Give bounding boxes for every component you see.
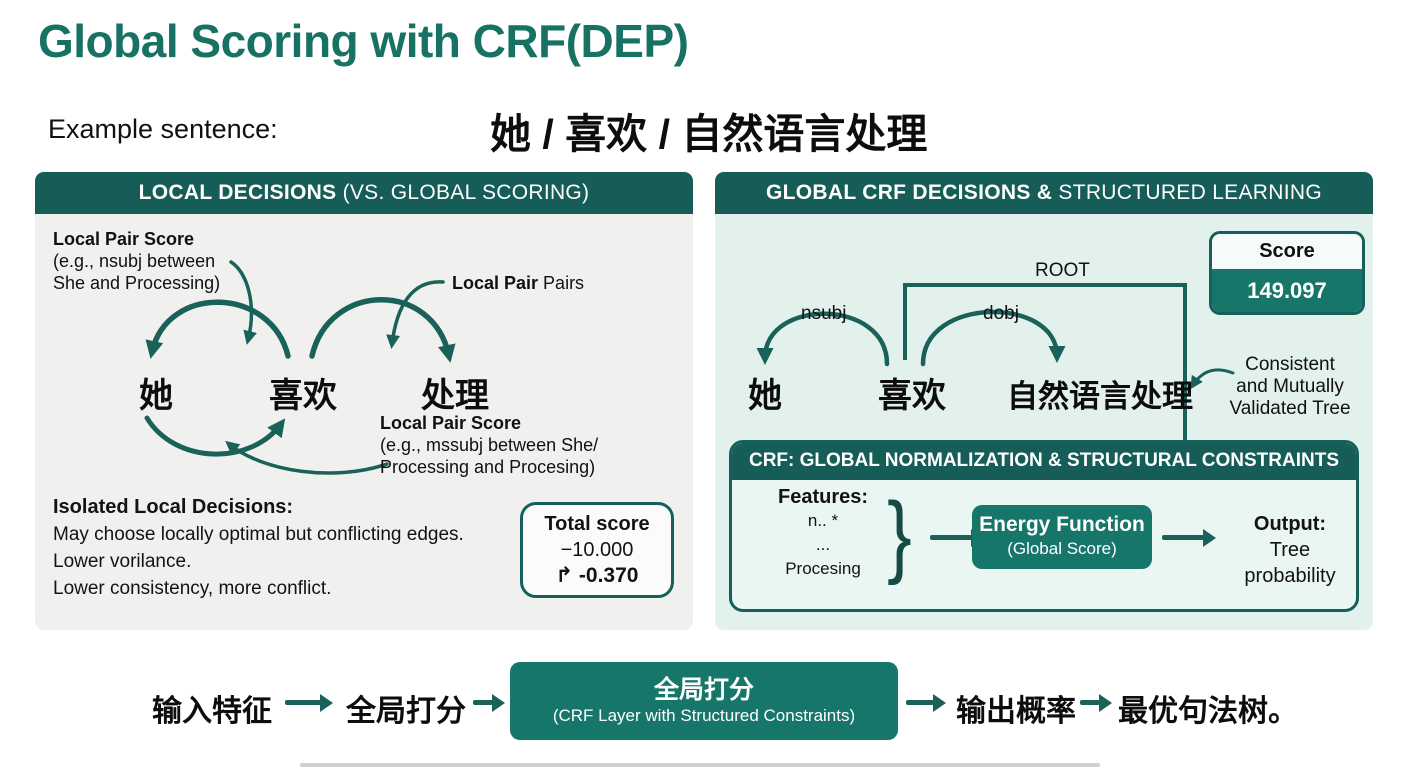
local-panel-header-rest: (VS. GLOBAL SCORING) (336, 181, 590, 204)
energy-title: Energy Function (979, 513, 1145, 536)
total-score-value-1: −10.000 (560, 539, 634, 561)
side-note: Consistent and Mutually Validated Tree (1215, 354, 1365, 420)
annotation-title: Local Pair Score (53, 229, 195, 249)
global-panel-header-rest: STRUCTURED LEARNING (1052, 181, 1322, 204)
example-label: Example sentence: (48, 114, 278, 144)
total-score-value-2: ↱ -0.370 (555, 564, 639, 587)
features-line: ... (815, 535, 831, 554)
isolated-line: Lower vorilance. (53, 551, 192, 572)
annotation-arrow-bottom (225, 440, 389, 475)
arrow-energy-to-output-icon (1162, 528, 1216, 547)
score-value: 149.097 (1212, 269, 1362, 312)
isolated-decisions-block: Isolated Local Decisions: May choose loc… (53, 494, 464, 602)
global-panel-header: GLOBAL CRF DECISIONS & STRUCTURED LEARNI… (715, 172, 1373, 214)
side-note-line: Consistent (1245, 354, 1335, 375)
word-nlp-global: 自然语言处理 (1007, 379, 1193, 414)
crf-header: CRF: GLOBAL NORMALIZATION & STRUCTURAL C… (732, 443, 1356, 480)
features-block: Features: n.. * ... Procesing (754, 485, 892, 581)
isolated-line: May choose locally optimal but conflicti… (53, 524, 464, 545)
energy-subtitle: (Global Score) (1007, 539, 1117, 558)
flow-crf-layer-box: 全局打分 (CRF Layer with Structured Constrai… (510, 662, 898, 740)
word-xihuan-global: 喜欢 (878, 377, 946, 415)
flow-arrow-icon (285, 693, 333, 712)
word-chuli-local: 处理 (421, 377, 489, 415)
page-title: Global Scoring with CRF(DEP) (38, 15, 689, 67)
flow-box-title: 全局打分 (653, 676, 754, 704)
flow-step-global-scoring: 全局打分 (346, 695, 466, 728)
features-brace: } (887, 484, 912, 586)
isolated-title: Isolated Local Decisions: (53, 496, 294, 518)
isolated-line: Lower consistency, more conflict. (53, 578, 332, 599)
flow-arrow-icon (473, 693, 505, 712)
annotation-line: She and Processing) (53, 273, 221, 293)
arc-left-pair-1 (145, 299, 291, 359)
bottom-artifact-line (300, 763, 1100, 767)
features-line: n.. * (807, 511, 839, 530)
flow-arrow-icon (1080, 693, 1112, 712)
root-bracket (903, 283, 1187, 440)
arc-bottom-pair (144, 415, 286, 457)
annotation-line: (e.g., nsubj between (53, 251, 216, 271)
score-label: Score (1212, 234, 1362, 269)
energy-function-box: Energy Function (Global Score) (972, 505, 1152, 569)
annotation-local-pair-score-top: Local Pair Score (e.g., nsubj between Sh… (53, 228, 220, 294)
total-score-box: Total score −10.000 ↱ -0.370 (520, 502, 674, 598)
annotation-line: Processing and Procesing) (380, 457, 596, 477)
flow-arrow-icon (906, 693, 946, 712)
root-label: ROOT (1035, 260, 1090, 281)
annotation-line: (e.g., mssubj between She/ (380, 435, 599, 455)
example-sentence: 她 / 喜欢 / 自然语言处理 (490, 111, 928, 157)
dobj-label: dobj (983, 303, 1019, 324)
global-panel-header-bold: GLOBAL CRF DECISIONS & (766, 181, 1053, 204)
pairs-annotation: Local Pair Pairs (452, 273, 585, 293)
word-ta-local: 她 (139, 377, 173, 415)
flow-step-input-features: 输入特征 (152, 695, 272, 728)
output-subtitle: Tree probability (1244, 539, 1336, 587)
side-note-line: and Mutually (1236, 376, 1344, 397)
arrow-features-to-energy-icon (930, 528, 984, 547)
word-ta-global: 她 (748, 377, 782, 415)
side-note-line: Validated Tree (1229, 398, 1351, 419)
annotation-arrow-top-left (229, 260, 257, 345)
output-block: Output: Tree probability (1224, 511, 1356, 589)
flow-box-subtitle: (CRF Layer with Structured Constraints) (552, 706, 856, 725)
local-decisions-panel: LOCAL DECISIONS (VS. GLOBAL SCORING) Loc… (35, 172, 693, 630)
output-title: Output: (1253, 513, 1327, 535)
features-title: Features: (777, 486, 869, 508)
arc-left-pair-2 (309, 297, 456, 363)
nsubj-label: nsubj (801, 303, 847, 324)
word-xihuan-local: 喜欢 (269, 377, 337, 415)
score-box: Score 149.097 (1209, 231, 1365, 315)
global-crf-panel: GLOBAL CRF DECISIONS & STRUCTURED LEARNI… (715, 172, 1373, 630)
local-panel-header: LOCAL DECISIONS (VS. GLOBAL SCORING) (35, 172, 693, 214)
flow-step-output-probability: 输出概率 (956, 695, 1076, 728)
features-line: Procesing (785, 559, 861, 578)
total-score-label: Total score (544, 513, 650, 535)
annotation-local-pair-score-bottom: Local Pair Score (e.g., mssubj between S… (380, 412, 598, 478)
flow-step-best-tree: 最优句法树。 (1118, 695, 1298, 728)
crf-box: CRF: GLOBAL NORMALIZATION & STRUCTURAL C… (729, 440, 1359, 612)
annotation-arrow-pairs (386, 280, 445, 349)
local-panel-header-bold: LOCAL DECISIONS (138, 181, 337, 204)
annotation-title: Local Pair Score (380, 413, 522, 433)
